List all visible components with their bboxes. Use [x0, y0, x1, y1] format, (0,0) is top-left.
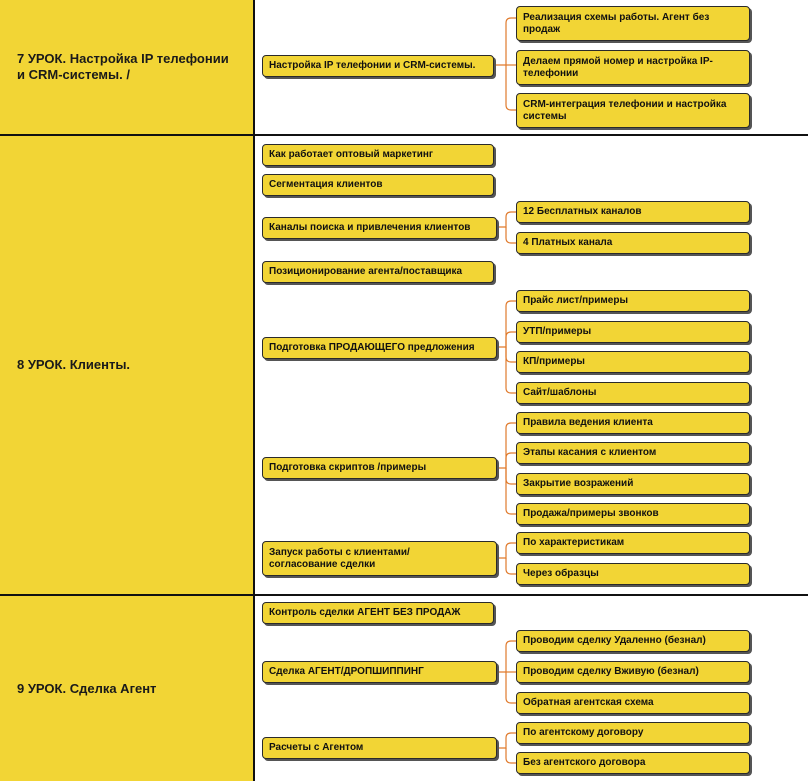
lesson-divider	[0, 594, 808, 596]
connector	[497, 300, 516, 348]
subtopic-node[interactable]: Обратная агентская схема	[516, 692, 750, 714]
connector	[497, 640, 516, 673]
subtopic-node[interactable]: По агентскому договору	[516, 722, 750, 744]
subtopic-node[interactable]: Без агентского договора	[516, 752, 750, 774]
connector	[497, 422, 516, 469]
connector	[505, 347, 516, 363]
connector	[505, 227, 516, 244]
topic-node[interactable]: Каналы поиска и привлечения клиентов	[262, 217, 497, 239]
subtopic-node[interactable]: Делаем прямой номер и настройка IP- теле…	[516, 50, 750, 85]
connector	[505, 468, 516, 515]
connector	[497, 542, 516, 559]
subtopic-node[interactable]: По характеристикам	[516, 532, 750, 554]
connector	[505, 672, 516, 704]
lesson-divider	[0, 134, 808, 136]
subtopic-node[interactable]: CRM-интеграция телефонии и настройка сис…	[516, 93, 750, 128]
subtopic-node[interactable]: Реализация схемы работы. Агент без прода…	[516, 6, 750, 41]
connector	[505, 748, 516, 764]
topic-node[interactable]: Сегментация клиентов	[262, 174, 494, 196]
topic-node[interactable]: Запуск работы с клиентами/ согласование …	[262, 541, 497, 576]
subtopic-node[interactable]: Через образцы	[516, 563, 750, 585]
lesson-7: 7 УРОК. Настройка IP телефонии и CRM-сис…	[0, 0, 808, 134]
lesson-9-title: 9 УРОК. Сделка Агент	[0, 596, 255, 781]
topic-node[interactable]: Контроль сделки АГЕНТ БЕЗ ПРОДАЖ	[262, 602, 494, 624]
subtopic-node[interactable]: Этапы касания с клиентом	[516, 442, 750, 464]
connector	[505, 331, 516, 347]
topic-node[interactable]: Позиционирование агента/поставщика	[262, 261, 494, 283]
connector	[505, 558, 516, 575]
topic-node[interactable]: Сделка АГЕНТ/ДРОПШИППИНГ	[262, 661, 497, 683]
topic-node[interactable]: Как работает оптовый маркетинг	[262, 144, 494, 166]
subtopic-node[interactable]: Прайс лист/примеры	[516, 290, 750, 312]
subtopic-node[interactable]: Проводим сделку Вживую (безнал)	[516, 661, 750, 683]
subtopic-node[interactable]: 12 Бесплатных каналов	[516, 201, 750, 223]
connector	[494, 17, 516, 66]
connector	[505, 65, 516, 111]
subtopic-node[interactable]: Правила ведения клиента	[516, 412, 750, 434]
subtopic-node[interactable]: Закрытие возражений	[516, 473, 750, 495]
connector	[497, 732, 516, 749]
lesson-7-title: 7 УРОК. Настройка IP телефонии и CRM-сис…	[0, 0, 255, 134]
topic-node[interactable]: Подготовка ПРОДАЮЩЕГО предложения	[262, 337, 497, 359]
subtopic-node[interactable]: Продажа/примеры звонков	[516, 503, 750, 525]
connector	[505, 452, 516, 468]
lesson-8: 8 УРОК. Клиенты.	[0, 136, 808, 594]
topic-node[interactable]: Настройка IP телефонии и CRM-системы.	[262, 55, 494, 77]
lesson-9: 9 УРОК. Сделка Агент	[0, 596, 808, 781]
subtopic-node[interactable]: Сайт/шаблоны	[516, 382, 750, 404]
topic-node[interactable]: Расчеты с Агентом	[262, 737, 497, 759]
subtopic-node[interactable]: Проводим сделку Удаленно (безнал)	[516, 630, 750, 652]
subtopic-node[interactable]: 4 Платных канала	[516, 232, 750, 254]
topic-node[interactable]: Подготовка скриптов /примеры	[262, 457, 497, 479]
subtopic-node[interactable]: УТП/примеры	[516, 321, 750, 343]
connector	[497, 211, 516, 228]
lesson-8-title: 8 УРОК. Клиенты.	[0, 136, 255, 594]
connector	[505, 347, 516, 394]
subtopic-node[interactable]: КП/примеры	[516, 351, 750, 373]
connector	[505, 468, 516, 485]
